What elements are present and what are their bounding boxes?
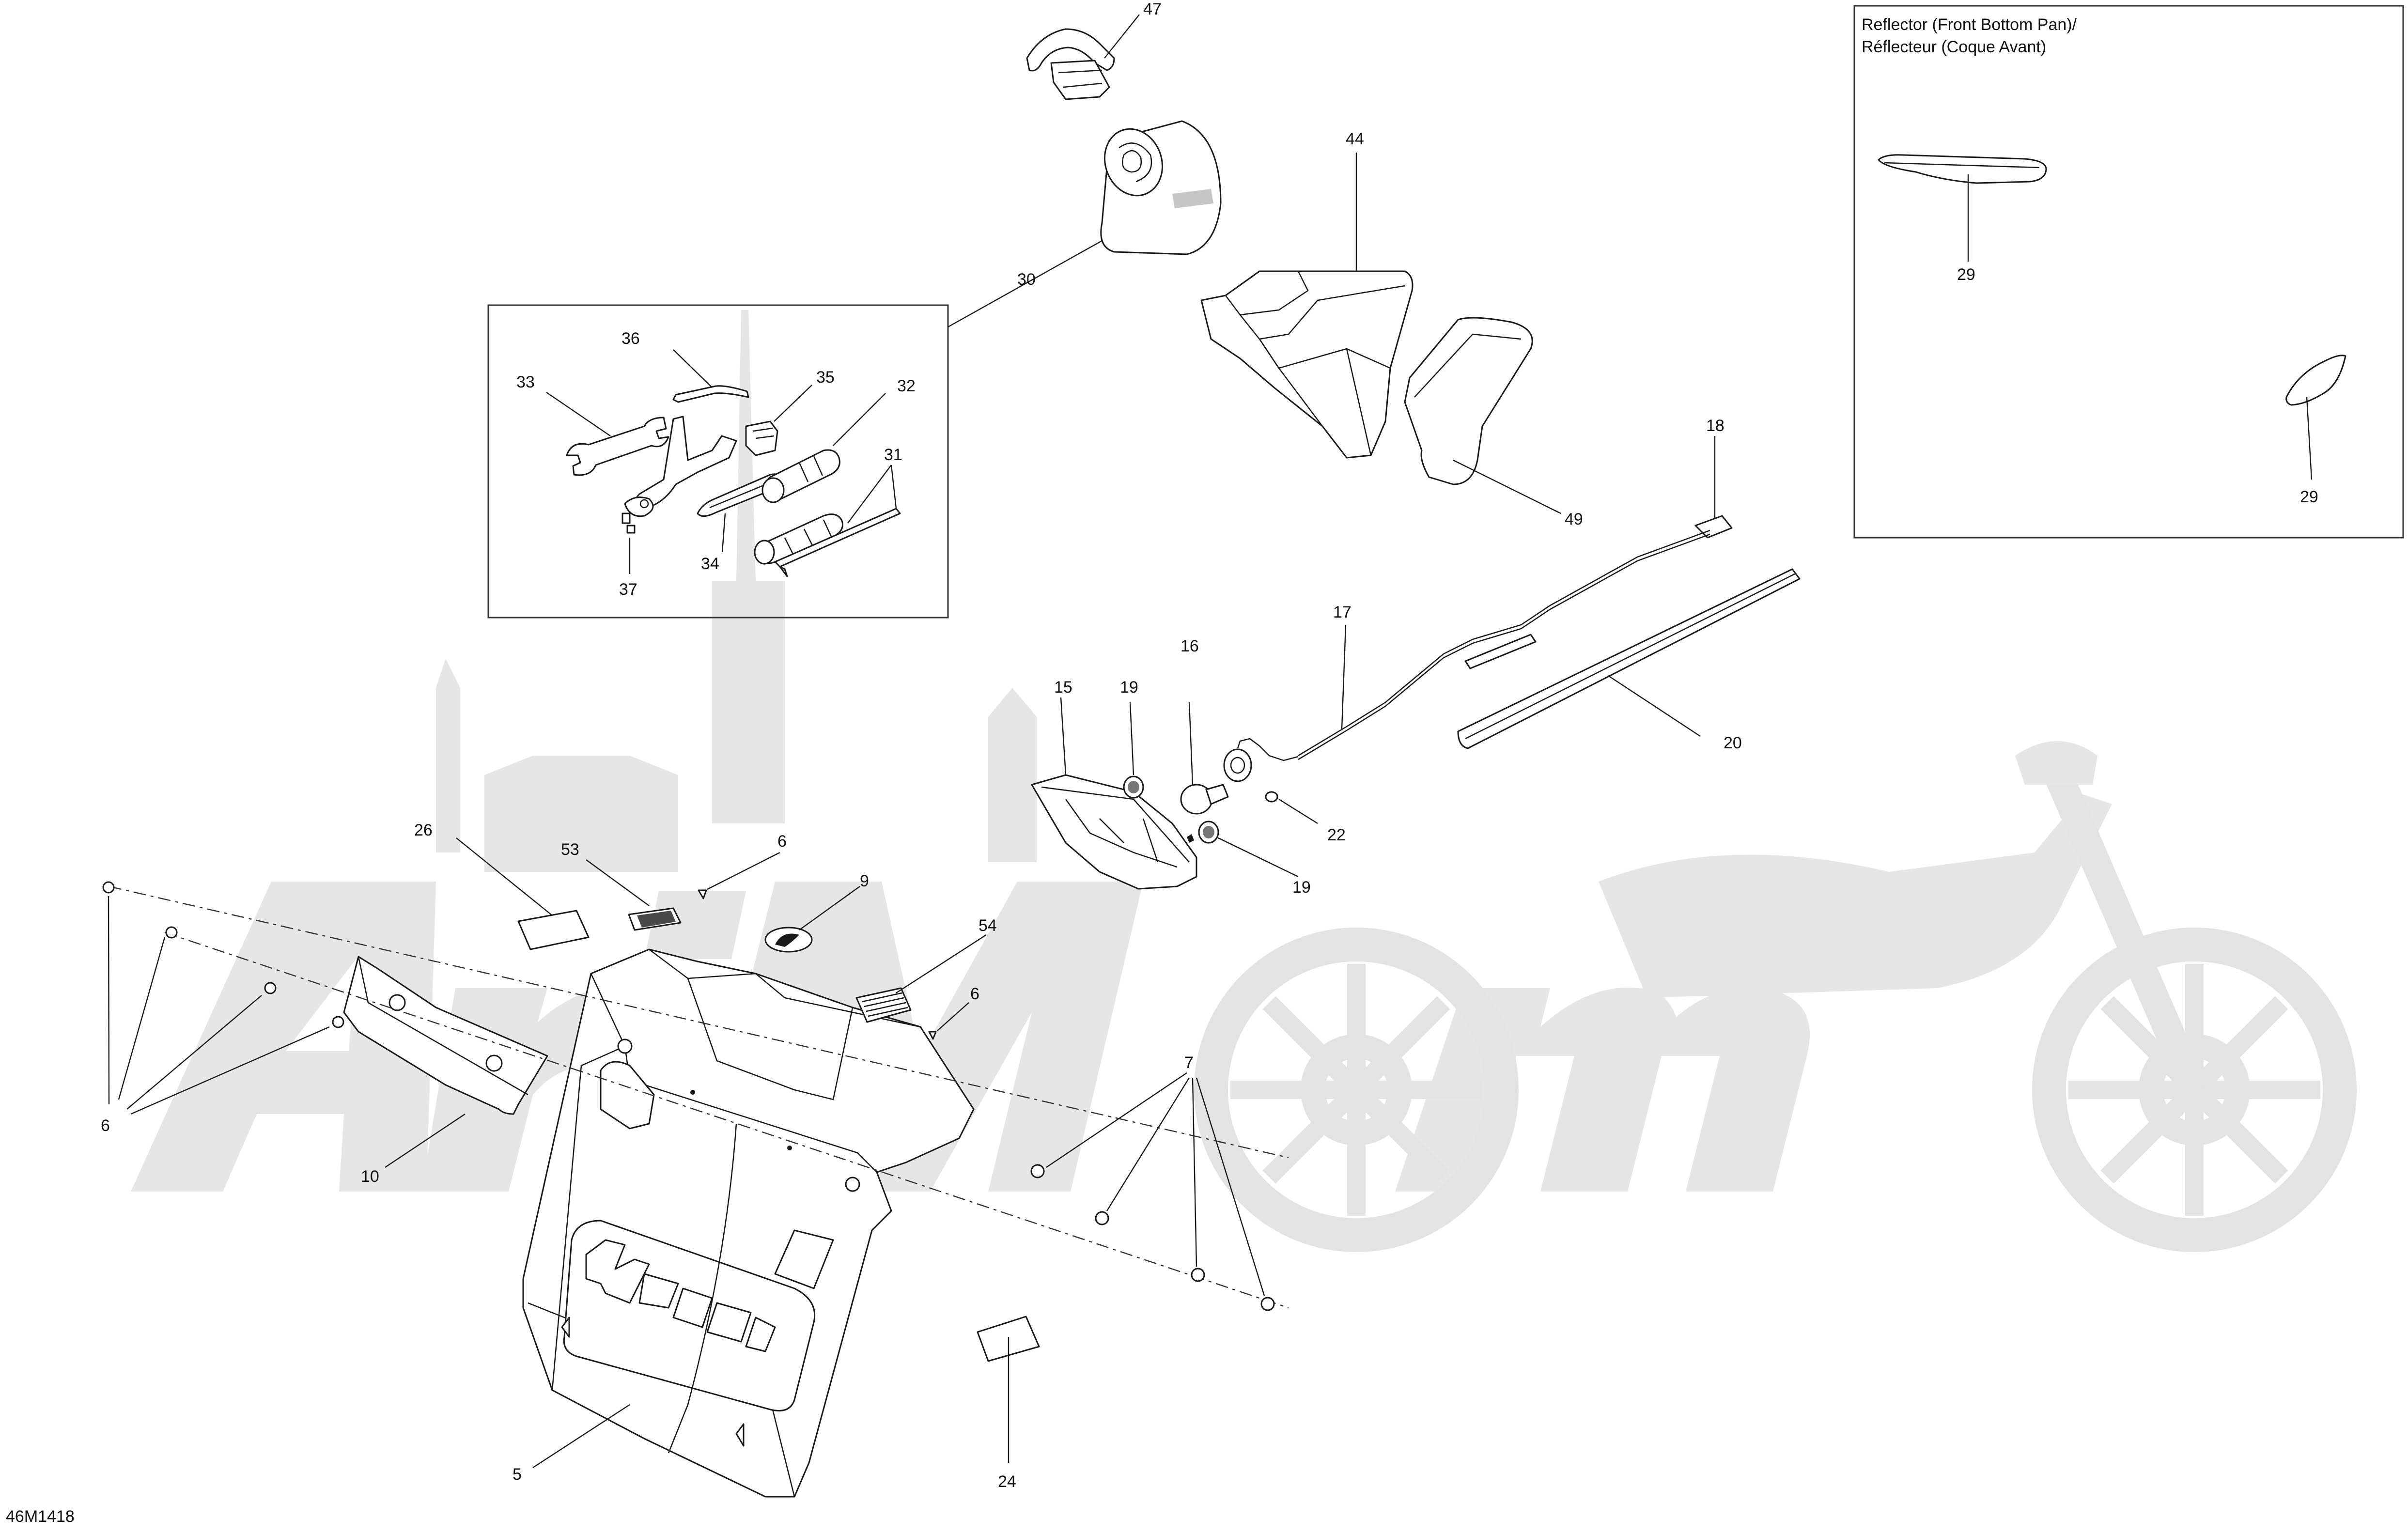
small-screw-lamp xyxy=(1187,834,1194,843)
callout-34: 34 xyxy=(701,555,719,573)
grommet-lower: 19 xyxy=(1198,821,1311,897)
callout-6a: 6 xyxy=(101,1116,110,1135)
callout-20: 20 xyxy=(1724,734,1742,752)
callout-54: 54 xyxy=(979,916,997,935)
callout-22: 22 xyxy=(1327,826,1346,844)
light-wiring-harness: 18 17 xyxy=(1298,417,1733,760)
callout-29b: 29 xyxy=(2300,488,2318,506)
storage-compartment: 44 xyxy=(1200,130,1414,459)
grommet-upper: 19 xyxy=(1120,678,1144,799)
reflector-front-part xyxy=(1878,154,2047,184)
reflector-side-part xyxy=(2285,355,2346,406)
inset-title-line2: Réflecteur (Coque Avant) xyxy=(1862,38,2046,56)
bulb-socket xyxy=(1223,738,1299,782)
callout-10: 10 xyxy=(361,1167,379,1186)
drawing-id: 46M1418 xyxy=(6,1507,75,1526)
fasteners-7: 7 xyxy=(1030,1054,1275,1311)
socket-nut: 22 xyxy=(1265,791,1346,844)
callout-29a: 29 xyxy=(1957,265,1975,284)
reflector-inset: Reflector (Front Bottom Pan)/ Réflecteur… xyxy=(1853,5,2404,539)
callout-44: 44 xyxy=(1346,130,1364,148)
open-end-wrench xyxy=(566,417,669,476)
decal-54: 54 xyxy=(855,916,997,1023)
callout-6c: 6 xyxy=(970,985,979,1003)
callout-26: 26 xyxy=(414,821,433,839)
callout-30: 30 xyxy=(1017,270,1036,289)
tool-clip xyxy=(745,420,778,456)
decal-53: 53 xyxy=(561,840,682,931)
callout-6b: 6 xyxy=(777,832,787,851)
decal-9-logo: 9 xyxy=(764,872,869,953)
decal-24: 24 xyxy=(977,1316,1040,1491)
callout-17: 17 xyxy=(1333,603,1352,621)
inset-frame xyxy=(1853,5,2404,539)
watermark-castle-silhouette xyxy=(436,310,1037,872)
tool-kit-group: 36 35 33 37 34 32 31 xyxy=(487,304,949,619)
decal-26: 26 xyxy=(414,821,590,950)
storage-cover: 49 xyxy=(1404,317,1583,528)
callout-7: 7 xyxy=(1184,1054,1194,1072)
side-deflector: 10 xyxy=(343,956,548,1186)
callout-31: 31 xyxy=(884,446,902,464)
tool-kit-frame xyxy=(487,304,949,619)
storage-strap-clip: 47 xyxy=(1026,0,1162,100)
inset-title-line1: Reflector (Front Bottom Pan)/ xyxy=(1862,15,2077,34)
callout-32: 32 xyxy=(897,377,916,395)
assembly-lines xyxy=(109,885,1289,1309)
callout-33: 33 xyxy=(516,373,535,391)
callout-35: 35 xyxy=(816,368,835,387)
callout-15: 15 xyxy=(1054,678,1072,697)
hex-key xyxy=(672,385,749,403)
headlight-assembly: 15 xyxy=(1031,678,1197,890)
callout-19b: 19 xyxy=(1292,878,1311,897)
fasteners-6: 6 6 6 xyxy=(101,832,979,1135)
callout-5: 5 xyxy=(513,1465,522,1484)
front-bottom-pan: 5 xyxy=(513,948,975,1498)
callout-53: 53 xyxy=(561,840,579,859)
watermark-motorcycle-wheels xyxy=(1194,741,2357,1252)
headlight-bulb: 16 xyxy=(1180,637,1229,815)
callout-49: 49 xyxy=(1565,510,1583,528)
callout-9: 9 xyxy=(860,872,869,890)
callout-37: 37 xyxy=(619,580,637,599)
callout-24: 24 xyxy=(998,1472,1016,1491)
tool-bag xyxy=(1100,120,1222,255)
callout-19a: 19 xyxy=(1120,678,1138,697)
trim-strip: 20 xyxy=(1457,568,1801,752)
callout-16: 16 xyxy=(1181,637,1199,655)
callout-36: 36 xyxy=(621,329,640,348)
callout-18: 18 xyxy=(1706,417,1724,435)
watermark xyxy=(131,310,2357,1252)
callout-47: 47 xyxy=(1143,0,1162,18)
